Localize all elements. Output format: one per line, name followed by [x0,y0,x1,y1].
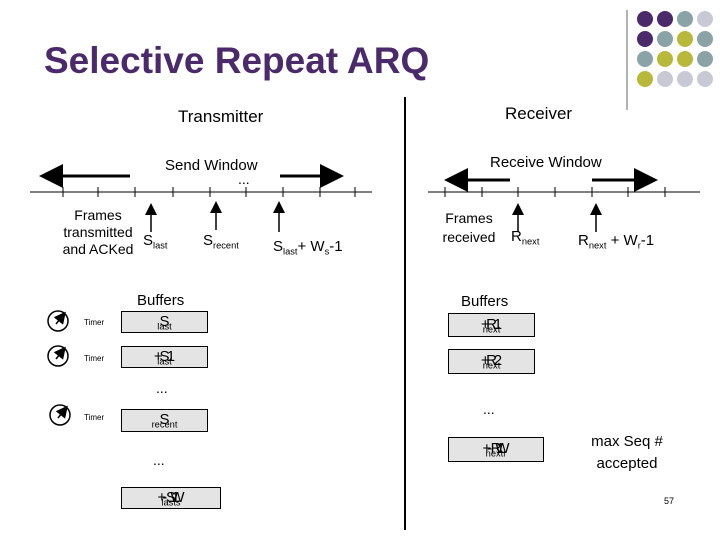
s-window-end-label: Slast+ Ws-1 [273,238,343,257]
receiver-heading: Receiver [505,104,573,123]
page-number: 57 [664,496,675,506]
decor-dot [697,31,713,47]
send-window-ellipsis: ... [238,171,250,187]
timer-icon [47,310,69,332]
decor-dot [677,51,693,67]
timer-label: Timer [84,318,105,327]
receiver-buffers-label: Buffers [461,293,509,310]
timer-icon [47,345,69,367]
s-last-label: Slast [143,232,168,251]
decor-dot [697,71,713,87]
decor-dot [697,11,713,27]
frames-transmitted-label: Frames transmitted and ACKed [62,207,134,257]
r-next-label: Rnext [511,228,540,247]
decor-dot [677,31,693,47]
timer-label: Timer [84,413,105,422]
decor-dot [657,31,673,47]
transmitter-buffers-label: Buffers [137,292,185,309]
decor-dot [677,11,693,27]
receive-buffer-ellipsis: ... [483,401,495,417]
s-recent-label: Srecent [203,232,239,251]
decor-dot [697,51,713,67]
decor-dot [637,11,653,27]
frames-received-label: Frames received [442,210,496,245]
decor-dot [657,71,673,87]
receive-window-label: Receive Window [490,154,602,171]
timer-label: Timer [84,354,105,363]
decor-dot [657,11,673,27]
page-title: Selective Repeat ARQ [44,40,430,81]
decor-dot [677,71,693,87]
send-buffer-ellipsis: ... [156,380,168,396]
decor-dot [637,31,653,47]
send-buffer-ellipsis: ... [153,452,165,468]
timer-icon [49,404,71,426]
receive-sequence-line [428,168,700,232]
r-window-end-label: Rnext + Wr-1 [578,232,655,251]
max-seq-note: max Seq # accepted [591,433,663,472]
decor-dot [637,51,653,67]
send-sequence-line [30,164,372,232]
transmitter-heading: Transmitter [178,107,264,126]
decor-dot [657,51,673,67]
decor-dot [637,71,653,87]
send-window-label: Send Window [165,157,258,174]
